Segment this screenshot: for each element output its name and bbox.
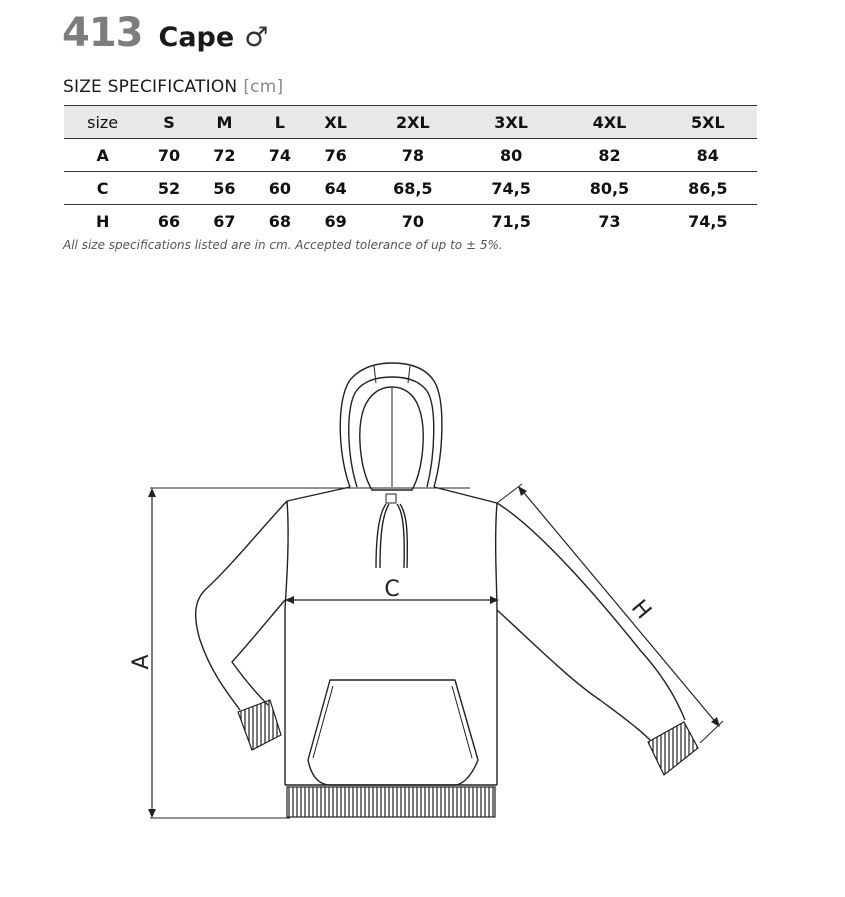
dimension-c-label: C xyxy=(384,577,399,602)
size-header-cell: M xyxy=(216,112,233,132)
size-header-cell: 3XL xyxy=(494,112,528,132)
size-table: size S M L XL 2XL 3XL 4XL 5XL A 70 72 74… xyxy=(64,105,757,237)
sleeve-right-inner xyxy=(496,609,651,741)
sleeve-left-inner xyxy=(231,599,286,706)
table-cell: 71,5 xyxy=(491,211,531,231)
kangaroo-pocket xyxy=(307,679,479,786)
table-cell: 52 xyxy=(157,178,181,198)
shoulder-right xyxy=(433,486,498,504)
dimension-h xyxy=(496,483,724,744)
drawstring-left-2 xyxy=(379,503,390,569)
table-row: C 52 56 60 64 68,5 74,5 80,5 86,5 xyxy=(64,172,757,205)
tolerance-note: All size specifications listed are in cm… xyxy=(63,238,503,252)
table-cell: 72 xyxy=(213,145,236,165)
body-left-side xyxy=(284,500,289,785)
model-number: 413 xyxy=(62,10,143,56)
cuff-left xyxy=(237,699,282,751)
model-name: Cape xyxy=(158,22,235,53)
size-header-label: size xyxy=(87,112,119,132)
row-label: A xyxy=(96,145,109,165)
table-cell: 70 xyxy=(157,145,181,165)
size-header-cell: 5XL xyxy=(690,112,725,132)
spec-heading: SIZE SPECIFICATION[cm] xyxy=(63,77,283,97)
dimension-c xyxy=(285,596,499,604)
hem-rib xyxy=(286,786,496,818)
table-cell: 68,5 xyxy=(393,178,433,198)
table-cell: 82 xyxy=(598,145,621,165)
size-header-cell: S xyxy=(163,112,175,132)
hood-outer xyxy=(339,362,443,488)
table-cell: 84 xyxy=(696,145,719,165)
spec-unit: [cm] xyxy=(243,77,284,97)
table-cell: 80 xyxy=(500,145,523,165)
row-label: C xyxy=(96,178,109,198)
table-cell: 60 xyxy=(268,178,291,198)
table-cell: 66 xyxy=(157,211,181,231)
table-cell: 80,5 xyxy=(589,178,630,198)
table-cell: 78 xyxy=(401,145,424,165)
table-cell: 74 xyxy=(268,145,291,165)
body-right-side xyxy=(494,502,498,785)
row-label: H xyxy=(95,211,110,231)
sleeve-right-outer xyxy=(496,502,686,721)
size-header-cell: 4XL xyxy=(592,112,627,132)
size-header-cell: XL xyxy=(324,112,347,132)
table-row: H 66 67 68 69 70 71,5 73 74,5 xyxy=(64,205,757,238)
size-header-cell: 2XL xyxy=(395,112,430,132)
table-cell: 86,5 xyxy=(688,178,728,198)
table-cell: 67 xyxy=(213,211,236,231)
table-cell: 64 xyxy=(324,178,347,198)
table-cell: 74,5 xyxy=(688,211,728,231)
table-cell: 56 xyxy=(213,178,236,198)
dimension-a-label: A xyxy=(129,654,154,669)
sleeve-left-outer xyxy=(195,500,288,711)
cuff-right xyxy=(647,721,699,776)
table-cell: 69 xyxy=(324,211,347,231)
drawstring-right-2 xyxy=(399,503,409,569)
table-cell: 70 xyxy=(401,211,424,231)
hood-opening xyxy=(359,386,424,491)
spec-heading-text: SIZE SPECIFICATION xyxy=(63,77,238,97)
dimension-a xyxy=(148,487,470,819)
table-cell: 73 xyxy=(598,211,621,231)
size-header-cell: L xyxy=(274,112,285,132)
shoulder-left xyxy=(286,486,351,502)
hoodie-outline xyxy=(195,362,686,786)
title-row: 413 Cape ♂ xyxy=(62,10,268,62)
hood-lining xyxy=(348,376,435,488)
table-cell: 74,5 xyxy=(491,178,531,198)
table-row: A 70 72 74 76 78 80 82 84 xyxy=(64,139,757,172)
table-cell: 68 xyxy=(268,211,291,231)
table-cell: 76 xyxy=(324,145,347,165)
size-header-row: size S M L XL 2XL 3XL 4XL 5XL xyxy=(64,105,757,139)
drawstring-left xyxy=(375,503,387,569)
male-symbol-icon: ♂ xyxy=(244,22,269,53)
drawstring-right xyxy=(396,503,405,569)
